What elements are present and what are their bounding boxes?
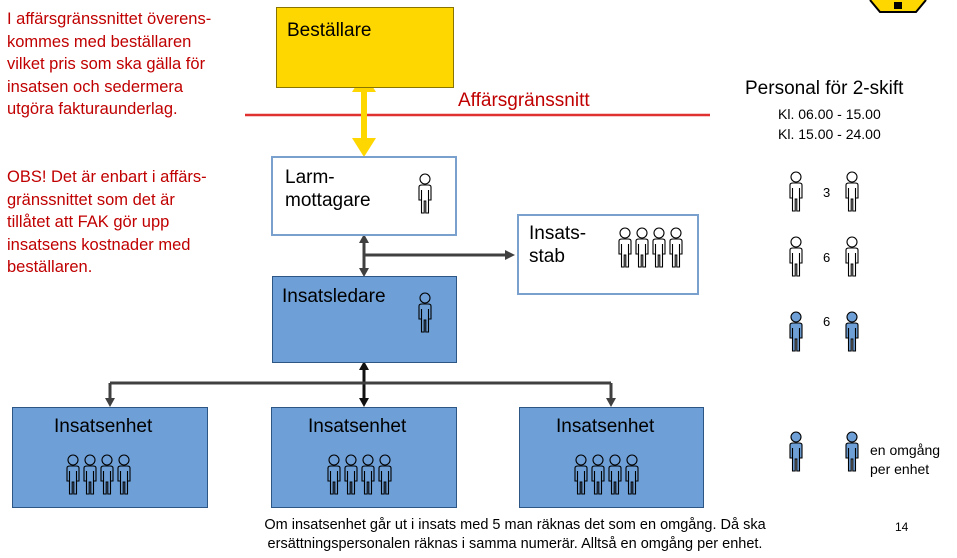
larm-insatsledare-arrow [359, 234, 515, 277]
insatsledare-box: Insatsledare [272, 276, 457, 363]
insatsstab-box: Insats- stab [517, 214, 699, 295]
person-icon [669, 227, 683, 268]
logo-badge-icon [869, 0, 927, 13]
bestallare-box: Beställare [276, 7, 454, 88]
insatsenhet-box-1: Insatsenhet [12, 407, 208, 508]
person-icon [625, 454, 639, 495]
person-icon [845, 431, 859, 472]
larmmottagare-box: Larm- mottagare [271, 156, 457, 236]
page-number: 14 [895, 520, 909, 534]
insatsenhet-box-3: Insatsenhet [519, 407, 704, 508]
person-icon [789, 171, 803, 212]
personal-count-2: 6 [823, 250, 831, 265]
personal-title: Personal för 2-skift [745, 78, 904, 99]
insatsenhet-label: Insatsenhet [54, 416, 153, 437]
bottom-note: Om insatsenhet går ut i insats med 5 man… [264, 517, 766, 552]
personal-count-1: 3 [823, 185, 831, 200]
left-note-paragraph-2: OBS! Det är enbart i affärs- gränssnitte… [7, 168, 207, 276]
person-icon [845, 171, 859, 212]
person-icon [418, 173, 432, 214]
insatsenhet-label: Insatsenhet [556, 416, 655, 437]
affarsgranssnitt-label: Affärsgränssnitt [458, 90, 590, 111]
person-icon [418, 292, 432, 333]
person-icon [789, 431, 803, 472]
insatsstab-label: Insats- stab [529, 223, 587, 267]
person-icon [378, 454, 392, 495]
insatsenhet-label: Insatsenhet [308, 416, 407, 437]
bestallare-label: Beställare [287, 20, 372, 41]
personal-shift-1: Kl. 06.00 - 15.00 [778, 106, 881, 122]
insatsledare-label: Insatsledare [282, 286, 386, 307]
larmmottagare-label: Larm- mottagare [285, 167, 371, 211]
person-icon [845, 311, 859, 352]
legend-text: en omgång per enhet [870, 442, 941, 477]
person-icon [117, 454, 131, 495]
person-icon [845, 236, 859, 277]
left-note-paragraph-1: I affärsgränssnittet överens- kommes med… [7, 10, 212, 118]
personal-count-3: 6 [823, 314, 831, 329]
person-icon [789, 311, 803, 352]
personal-shift-2: Kl. 15.00 - 24.00 [778, 126, 881, 142]
insatsenhet-box-2: Insatsenhet [271, 407, 457, 508]
person-icon [789, 236, 803, 277]
